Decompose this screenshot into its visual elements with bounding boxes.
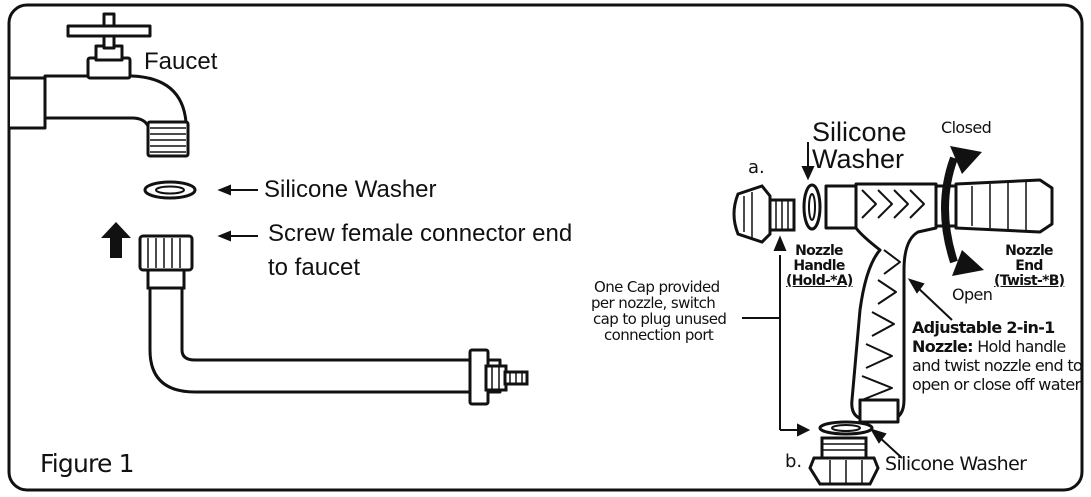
nozzle-pointer — [907, 278, 953, 321]
adjustable-title: Adjustable 2-in-1 — [912, 318, 1055, 337]
cap-b-icon — [808, 436, 880, 486]
nozzle-handle-line2: Handle — [793, 258, 845, 274]
nozzle-handle-label: Nozzle Handle (Hold-*A) — [786, 243, 853, 289]
figure-border — [7, 3, 1084, 492]
one-cap-line3: cap to plug unused — [593, 310, 727, 328]
nozzle-icon — [824, 178, 1054, 424]
faucet-icon — [10, 12, 190, 158]
nozzle-end-line2: End — [1015, 258, 1043, 274]
washer-top-icon — [143, 180, 197, 200]
bottom-washer-arrow — [869, 428, 903, 459]
marker-b: b. — [785, 451, 803, 472]
hose-icon — [148, 286, 502, 394]
marker-a: a. — [748, 157, 765, 178]
silicone-washer-top-label: Silicone Washer — [264, 176, 437, 203]
adjustable-text: Hold handle and twist nozzle end to open… — [912, 337, 1084, 394]
silicone-washer-bottom-label: Silicone Washer — [885, 453, 1027, 475]
cap-a-icon — [732, 184, 796, 244]
one-cap-line1: One Cap provided — [594, 278, 720, 296]
washer-down-arrow — [801, 142, 815, 181]
silicone-washer-side-line2: Washer — [812, 144, 905, 174]
silicone-washer-side-line1: Silicone — [812, 117, 907, 147]
nozzle-handle-line3: (Hold-*A) — [786, 273, 853, 289]
one-cap-line4: connection port — [604, 326, 714, 344]
faucet-label: Faucet — [144, 48, 218, 75]
pointer-arrows — [217, 184, 258, 242]
adjustable-nozzle-description: Adjustable 2-in-1 Nozzle: Hold handle an… — [912, 318, 1091, 394]
washer-side-icon — [802, 183, 822, 231]
cap-leader-lines — [742, 235, 811, 437]
closed-label: Closed — [941, 118, 992, 137]
washer-bottom-icon — [818, 420, 874, 436]
nozzle-end-line1: Nozzle — [1005, 243, 1053, 259]
one-cap-line2: per nozzle, switch — [591, 294, 716, 312]
open-label: Open — [952, 285, 993, 304]
nozzle-handle-line1: Nozzle — [795, 243, 843, 259]
twist-arrow-icon — [941, 146, 984, 276]
female-connector-icon — [138, 234, 194, 290]
nozzle-end-line3: (Twist-*B) — [994, 273, 1065, 289]
figure-title: Figure 1 — [40, 449, 135, 478]
adjustable-bold: Nozzle: — [912, 337, 974, 356]
screw-instruction-line1: Screw female connector end — [268, 220, 573, 247]
up-arrow-icon — [101, 222, 131, 258]
screw-instruction-line2: to faucet — [268, 254, 361, 281]
nozzle-end-label: Nozzle End (Twist-*B) — [994, 243, 1065, 289]
male-connector-icon — [468, 348, 529, 406]
